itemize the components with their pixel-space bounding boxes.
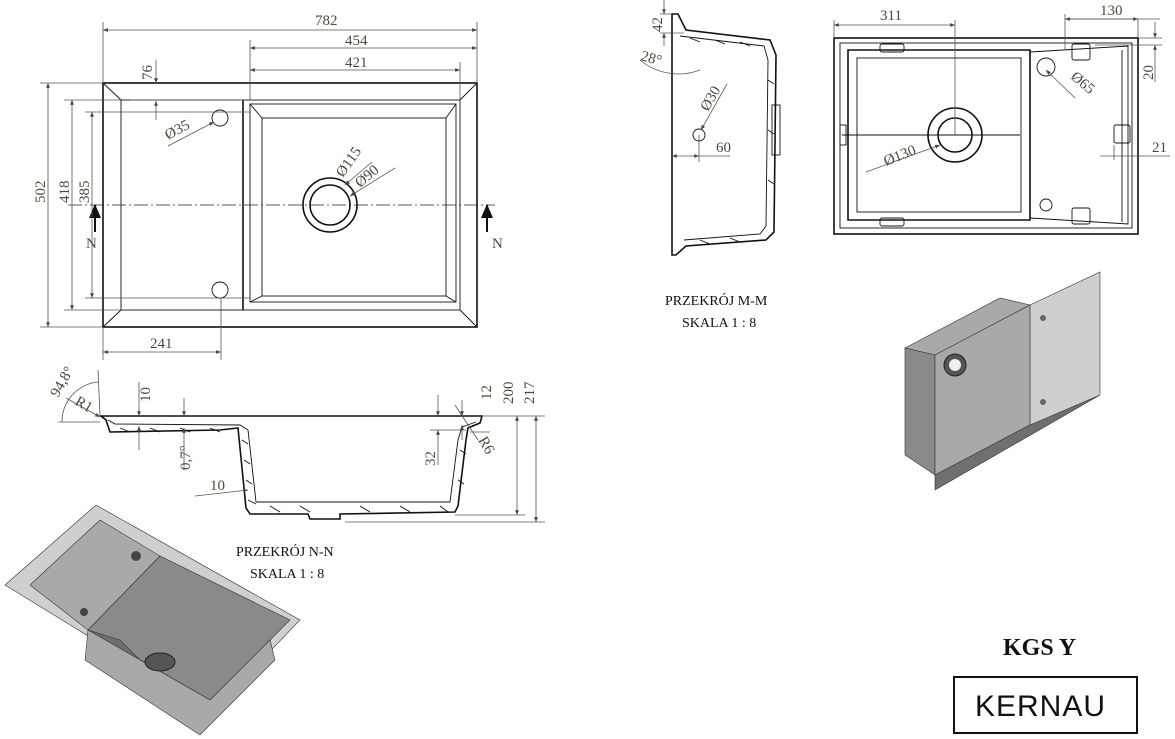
dim-42: 42: [650, 17, 666, 32]
dim-21: 21: [1152, 140, 1167, 156]
dim-385: 385: [77, 181, 93, 204]
dim-overflow: Ø65: [1067, 69, 1097, 98]
dim-311: 311: [880, 8, 902, 24]
top-view: N N 782 454 421 76 Ø35 Ø115 Ø90 502 418 …: [33, 13, 503, 360]
dim-421: 421: [345, 55, 368, 71]
dim-782: 782: [315, 13, 338, 29]
dim-r6: R6: [475, 434, 498, 458]
dim-502: 502: [33, 181, 49, 204]
tap-hole: [211, 109, 229, 127]
dim-20: 20: [1141, 65, 1157, 80]
render-top: [4, 504, 301, 736]
dim-32: 32: [423, 451, 439, 466]
overflow-hole: [1036, 57, 1056, 77]
dim-tap-hole: Ø35: [162, 117, 192, 143]
dim-rim-10: 10: [138, 387, 154, 402]
dim-76: 76: [140, 65, 156, 81]
caption-nn-title: PRZEKRÓJ N-N: [236, 543, 334, 560]
section-m-m: 42 28° Ø30 60 PRZEKRÓJ M-M SKALA 1 : 8: [639, 0, 781, 331]
dim-hole-30: Ø30: [698, 84, 725, 114]
dim-slope: 0,7°: [178, 445, 194, 470]
dim-wall-10: 10: [210, 478, 225, 494]
dim-drain-inner: Ø90: [352, 162, 382, 191]
dim-200: 200: [501, 382, 517, 405]
dim-241: 241: [150, 336, 173, 352]
section-marker-left: N: [86, 236, 97, 252]
dim-130-bracket: 130: [1100, 3, 1123, 19]
caption-nn-scale: SKALA 1 : 8: [250, 567, 324, 582]
caption-mm-scale: SKALA 1 : 8: [682, 316, 756, 331]
model-name: KGS Y: [1003, 635, 1076, 661]
section-n-n: 94,8° R1 10 0,7° 10 32 R6 12 200 217 PRZ…: [48, 364, 545, 582]
render-underside: [904, 271, 1101, 491]
dim-418: 418: [57, 181, 73, 204]
section-marker-right: N: [492, 236, 503, 252]
dim-12: 12: [479, 385, 495, 400]
caption-mm-title: PRZEKRÓJ M-M: [665, 292, 768, 309]
brand-logo: KERNAU: [975, 690, 1106, 723]
dim-454: 454: [345, 33, 368, 49]
dim-r1: R1: [72, 394, 95, 417]
dim-drain-130: Ø130: [882, 142, 919, 169]
dim-217: 217: [522, 381, 538, 404]
bottom-view: 311 130 20 Ø65 Ø130 21: [833, 3, 1170, 235]
dim-28deg: 28°: [639, 48, 663, 69]
brand-logo-frame: [953, 676, 1138, 734]
dim-60: 60: [716, 140, 731, 156]
